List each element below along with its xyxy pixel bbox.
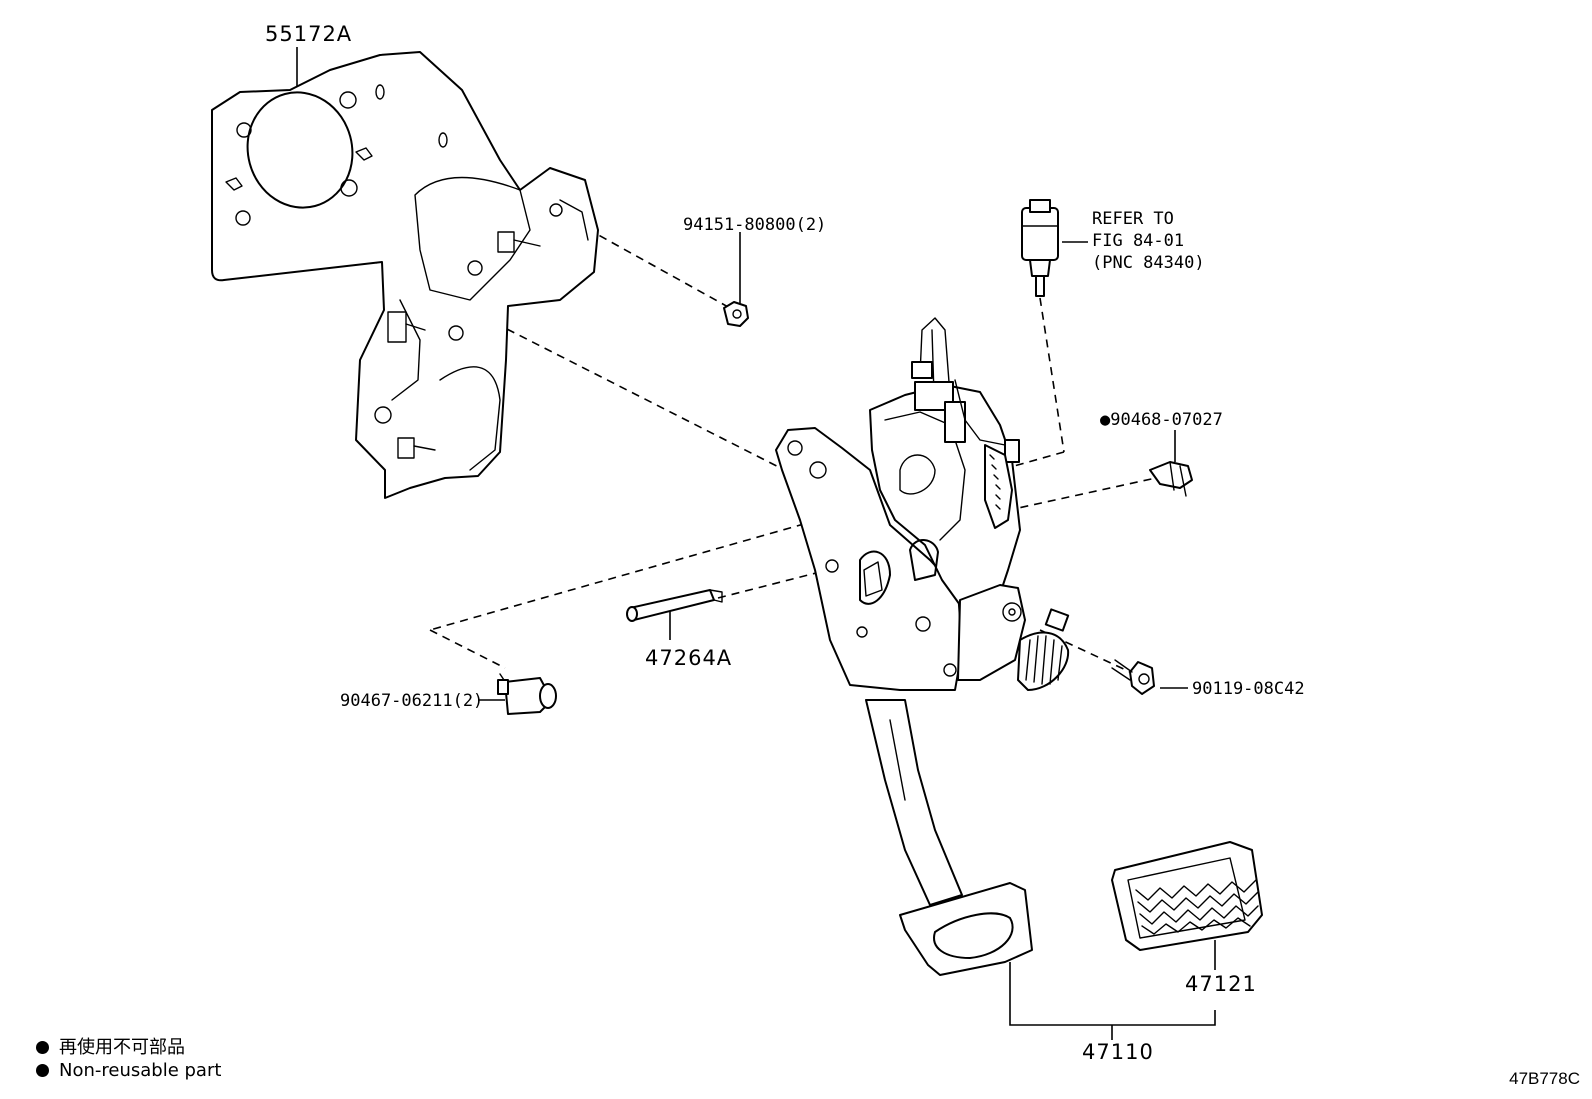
figure-code: 47B778C bbox=[1509, 1069, 1580, 1088]
clip-90468 bbox=[1149, 461, 1193, 497]
pin-47264A bbox=[626, 589, 723, 622]
legend-english-text: Non-reusable part bbox=[59, 1060, 222, 1081]
legend-japanese-text: 再使用不可部品 bbox=[59, 1037, 185, 1058]
label-refer-line2: FIG 84-01 bbox=[1092, 231, 1185, 251]
nut-94151 bbox=[723, 301, 749, 327]
pedal-pad-47121 bbox=[1111, 841, 1263, 951]
label-90119: 90119-08C42 bbox=[1192, 679, 1305, 699]
label-90468: ●90468-07027 bbox=[1100, 410, 1223, 430]
label-55172A: 55172A bbox=[265, 22, 353, 46]
legend-english: Non-reusable part bbox=[36, 1060, 221, 1081]
label-94151: 94151-80800(2) bbox=[683, 215, 827, 235]
label-47110: 47110 bbox=[1082, 1040, 1154, 1064]
assembly-dashed-lines bbox=[244, 194, 1166, 673]
label-refer-line1: REFER TO bbox=[1092, 209, 1174, 229]
non-reusable-dot-icon bbox=[36, 1064, 49, 1077]
label-47264A: 47264A bbox=[645, 646, 733, 670]
label-refer-line3: (PNC 84340) bbox=[1092, 253, 1205, 273]
pedal-support-assembly bbox=[775, 317, 1070, 976]
bracket-55172A bbox=[211, 51, 599, 499]
label-90467: 90467-06211(2) bbox=[340, 691, 484, 711]
stop-lamp-switch bbox=[1021, 199, 1059, 297]
bolt-90119 bbox=[1111, 659, 1155, 695]
non-reusable-dot-icon bbox=[36, 1041, 49, 1054]
stopper-90467 bbox=[497, 673, 557, 715]
label-47121: 47121 bbox=[1185, 972, 1257, 996]
legend-japanese: 再使用不可部品 bbox=[36, 1033, 185, 1059]
